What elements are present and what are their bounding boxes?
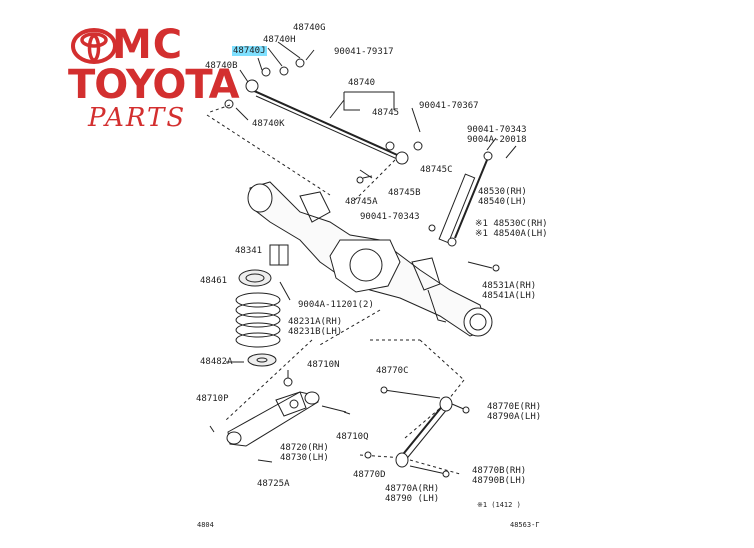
brand-parts: PARTS bbox=[88, 103, 187, 133]
label-48790B-lh[interactable]: 48790B(LH) bbox=[472, 476, 527, 486]
label-90041-70343-mid[interactable]: 90041-70343 bbox=[360, 212, 420, 222]
label-48461[interactable]: 48461 bbox=[200, 276, 228, 286]
label-48730-lh[interactable]: 48730(LH) bbox=[280, 453, 329, 463]
label-9004A-11201[interactable]: 9004A-11201(2) bbox=[298, 300, 374, 310]
footnote-note: ※1 (1412 ) bbox=[477, 501, 521, 509]
label-48740K[interactable]: 48740K bbox=[252, 119, 285, 129]
label-48770B-rh[interactable]: 48770B(RH) bbox=[472, 466, 527, 476]
label-48710P[interactable]: 48710P bbox=[196, 394, 229, 404]
label-48482A[interactable]: 48482A bbox=[200, 357, 233, 367]
toyota-logo bbox=[68, 22, 188, 142]
label-48540-lh[interactable]: 48540(LH) bbox=[478, 197, 527, 207]
brand-mc: MC bbox=[112, 22, 184, 68]
label-48770E-rh[interactable]: 48770E(RH) bbox=[487, 402, 542, 412]
label-48745[interactable]: 48745 bbox=[372, 108, 400, 118]
page-code-left: 4804 bbox=[197, 521, 214, 529]
label-48740G[interactable]: 48740G bbox=[293, 23, 326, 33]
label-48231B-lh[interactable]: 48231B(LH) bbox=[288, 327, 343, 337]
page-code-right: 48563-Γ bbox=[510, 521, 540, 529]
label-90041-70367[interactable]: 90041-70367 bbox=[419, 101, 479, 111]
label-48540A-lh[interactable]: ※1 48540A(LH) bbox=[475, 229, 548, 239]
label-48541A-lh[interactable]: 48541A(LH) bbox=[482, 291, 537, 301]
label-48531A-rh[interactable]: 48531A(RH) bbox=[482, 281, 537, 291]
label-48770C[interactable]: 48770C bbox=[376, 366, 409, 376]
label-48745B[interactable]: 48745B bbox=[388, 188, 421, 198]
label-48745A[interactable]: 48745A bbox=[345, 197, 378, 207]
label-48530C-rh[interactable]: ※1 48530C(RH) bbox=[475, 219, 548, 229]
brand-toyota: TOYOTA bbox=[68, 62, 240, 108]
label-90041-79317[interactable]: 90041-79317 bbox=[334, 47, 394, 57]
label-48745C[interactable]: 48745C bbox=[420, 165, 453, 175]
label-48231A-rh[interactable]: 48231A(RH) bbox=[288, 317, 343, 327]
label-48740[interactable]: 48740 bbox=[348, 78, 376, 88]
label-48770D[interactable]: 48770D bbox=[353, 470, 386, 480]
label-48740J[interactable]: 48740J bbox=[232, 46, 267, 56]
label-48740B[interactable]: 48740B bbox=[205, 61, 238, 71]
label-48710N[interactable]: 48710N bbox=[307, 360, 340, 370]
label-48790A-lh[interactable]: 48790A(LH) bbox=[487, 412, 542, 422]
label-9004A-20018[interactable]: 9004A-20018 bbox=[467, 135, 527, 145]
label-48530-rh[interactable]: 48530(RH) bbox=[478, 187, 527, 197]
label-48710Q[interactable]: 48710Q bbox=[336, 432, 369, 442]
label-48790-lh[interactable]: 48790 (LH) bbox=[385, 494, 440, 504]
label-48720-rh[interactable]: 48720(RH) bbox=[280, 443, 329, 453]
label-48725A[interactable]: 48725A bbox=[257, 479, 290, 489]
label-48341[interactable]: 48341 bbox=[235, 246, 263, 256]
label-48770A-rh[interactable]: 48770A(RH) bbox=[385, 484, 440, 494]
label-90041-70343-top[interactable]: 90041-70343 bbox=[467, 125, 527, 135]
label-48740H[interactable]: 48740H bbox=[263, 35, 296, 45]
